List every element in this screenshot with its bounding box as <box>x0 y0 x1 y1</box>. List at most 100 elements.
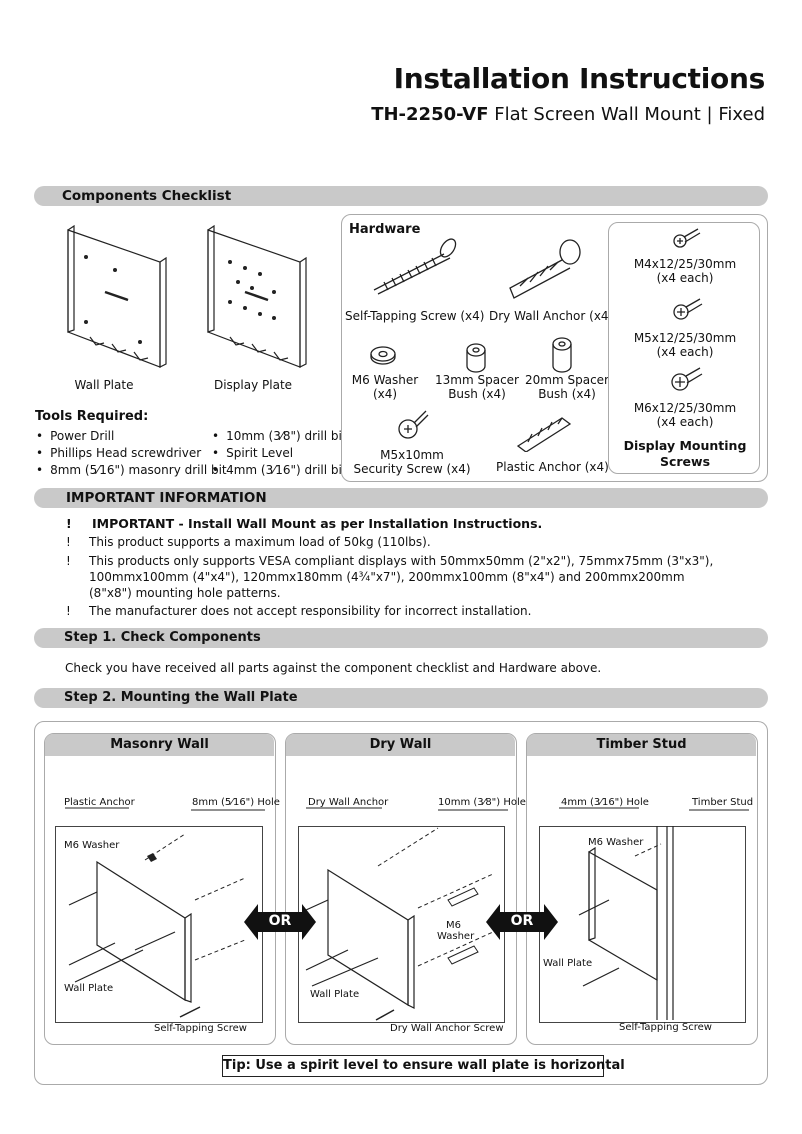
diagram-label: Timber Stud <box>692 797 754 808</box>
tool-item: 10mm (3⁄8") drill bit <box>212 429 346 446</box>
label-line: 13mm Spacer <box>435 373 519 387</box>
diagram-label: Dry Wall Anchor <box>308 797 389 808</box>
or-arrow-icon <box>244 904 316 940</box>
important-item: This product supports a maximum load of … <box>89 535 431 549</box>
tool-item: Phillips Head screwdriver <box>36 446 227 463</box>
section-bar-step2: Step 2. Mounting the Wall Plate <box>34 688 768 708</box>
tool-item: Power Drill <box>36 429 227 446</box>
section-bar-important: IMPORTANT INFORMATION <box>34 488 768 508</box>
diagram-label: Wall Plate <box>64 983 114 994</box>
spacer-20mm-icon <box>552 337 572 373</box>
drywall-diagram <box>305 807 508 1021</box>
or-label: OR <box>510 913 534 929</box>
diagram-label: Wall Plate <box>543 958 593 969</box>
important-item: This products only supports VESA complia… <box>89 554 714 568</box>
panel-title: Timber Stud <box>527 734 756 756</box>
diagram-label: M6 Washer <box>64 840 120 851</box>
label-line: Screws <box>659 454 711 469</box>
tools-heading: Tools Required: <box>35 409 149 424</box>
wall-plate-label: Wall Plate <box>74 378 134 392</box>
label-line: Bush (x4) <box>448 387 506 401</box>
tool-item: Spirit Level <box>212 446 347 463</box>
tip-box: Tip: Use a spirit level to ensure wall p… <box>222 1055 625 1077</box>
display-screw-m5-label: M5x12/25/30mm(x4 each) <box>610 331 760 359</box>
tools-list-2: 10mm (3⁄8") drill bit Spirit Level 4mm (… <box>212 429 347 480</box>
label-line: M4x12/25/30mm <box>633 257 737 271</box>
section-title: Step 2. Mounting the Wall Plate <box>64 690 298 705</box>
label-line: 20mm Spacer <box>525 373 609 387</box>
important-bang: ! <box>66 554 71 568</box>
spacer-13mm-icon <box>466 343 486 373</box>
washer-icon <box>370 346 396 365</box>
label-line: (x4 each) <box>656 415 714 429</box>
display-screw-m6-label: M6x12/25/30mm(x4 each) <box>610 401 760 429</box>
display-plate-label: Display Plate <box>213 378 293 392</box>
security-screw-icon <box>398 410 429 439</box>
important-item: The manufacturer does not accept respons… <box>89 604 532 618</box>
diagram-label: Dry Wall Anchor Screw <box>390 1023 504 1034</box>
masonry-diagram <box>65 807 265 1018</box>
self-tapping-screw-label: Self-Tapping Screw (x4) <box>345 309 485 323</box>
label-line: Bush (x4) <box>538 387 596 401</box>
label-line: Security Screw (x4) <box>353 462 471 476</box>
label-line: M5x12/25/30mm <box>633 331 737 345</box>
plastic-anchor-label: Plastic Anchor (x4) <box>496 460 609 474</box>
wall-plate-illustration <box>67 224 167 368</box>
diagram-label: Wall Plate <box>310 989 360 1000</box>
model-number: TH-2250-VF <box>371 104 489 125</box>
page-subtitle: TH-2250-VF Flat Screen Wall Mount | Fixe… <box>371 104 765 125</box>
tools-list-1: Power Drill Phillips Head screwdriver 8m… <box>36 429 227 480</box>
section-title: Components Checklist <box>62 188 232 204</box>
important-headline: IMPORTANT - Install Wall Mount as per In… <box>92 516 543 531</box>
display-screw-m4-label: M4x12/25/30mm(x4 each) <box>610 257 760 285</box>
tool-item: 8mm (5⁄16") masonry drill bit <box>36 463 227 480</box>
section-title: Step 1. Check Components <box>64 630 261 645</box>
m6-washer-label: M6 Washer(x4) <box>345 373 425 401</box>
timber-diagram <box>559 807 749 1020</box>
diagram-label: Self-Tapping Screw <box>154 1023 247 1034</box>
hardware-heading: Hardware <box>349 222 421 237</box>
diagram-label: M6 <box>446 920 461 931</box>
label-line: (x4 each) <box>656 345 714 359</box>
diagram-label: Plastic Anchor <box>64 797 135 808</box>
dry-wall-anchor-label: Dry Wall Anchor (x4) <box>489 309 614 323</box>
page-title: Installation Instructions <box>393 62 766 95</box>
plastic-anchor-icon <box>516 417 572 452</box>
panel-title: Dry Wall <box>286 734 515 756</box>
tool-item: 4mm (3⁄16") drill bit <box>212 463 346 480</box>
label-line: M6 Washer <box>351 373 419 387</box>
label-line: (x4) <box>372 387 398 401</box>
label-line: M5x10mm <box>380 448 444 462</box>
or-arrow-icon <box>486 904 558 940</box>
product-name: Flat Screen Wall Mount | Fixed <box>494 104 765 125</box>
display-screws-box <box>608 222 760 474</box>
diagram-label: Washer <box>437 931 475 942</box>
diagram-label: Self-Tapping Screw <box>619 1022 712 1033</box>
label-line: (x4 each) <box>656 271 714 285</box>
screw-icon <box>671 367 703 391</box>
diagram-label: 10mm (3⁄8") Hole <box>438 797 526 808</box>
section-title: IMPORTANT INFORMATION <box>66 490 267 506</box>
step1-text: Check you have received all parts agains… <box>65 661 602 675</box>
panel-title: Masonry Wall <box>45 734 274 756</box>
screw-icon <box>673 228 701 248</box>
timber-scene <box>539 826 746 1023</box>
diagram-label: 8mm (5⁄16") Hole <box>192 797 280 808</box>
self-tapping-screw-icon <box>373 238 457 295</box>
label-line: M6x12/25/30mm <box>633 401 737 415</box>
important-bang: ! <box>66 604 71 618</box>
important-bang: ! <box>66 535 71 549</box>
important-item: 100mmx100mm (4"x4"), 120mmx180mm (4¾"x7"… <box>89 570 685 584</box>
drywall-scene <box>298 826 505 1023</box>
important-item: (8"x8") mounting hole patterns. <box>89 586 281 600</box>
important-bang: ! <box>66 516 72 531</box>
screw-icon <box>673 298 703 320</box>
diagram-label: 4mm (3⁄16") Hole <box>561 797 649 808</box>
section-bar-step1: Step 1. Check Components <box>34 628 768 648</box>
dry-wall-anchor-icon <box>509 239 581 299</box>
or-label: OR <box>268 913 292 929</box>
